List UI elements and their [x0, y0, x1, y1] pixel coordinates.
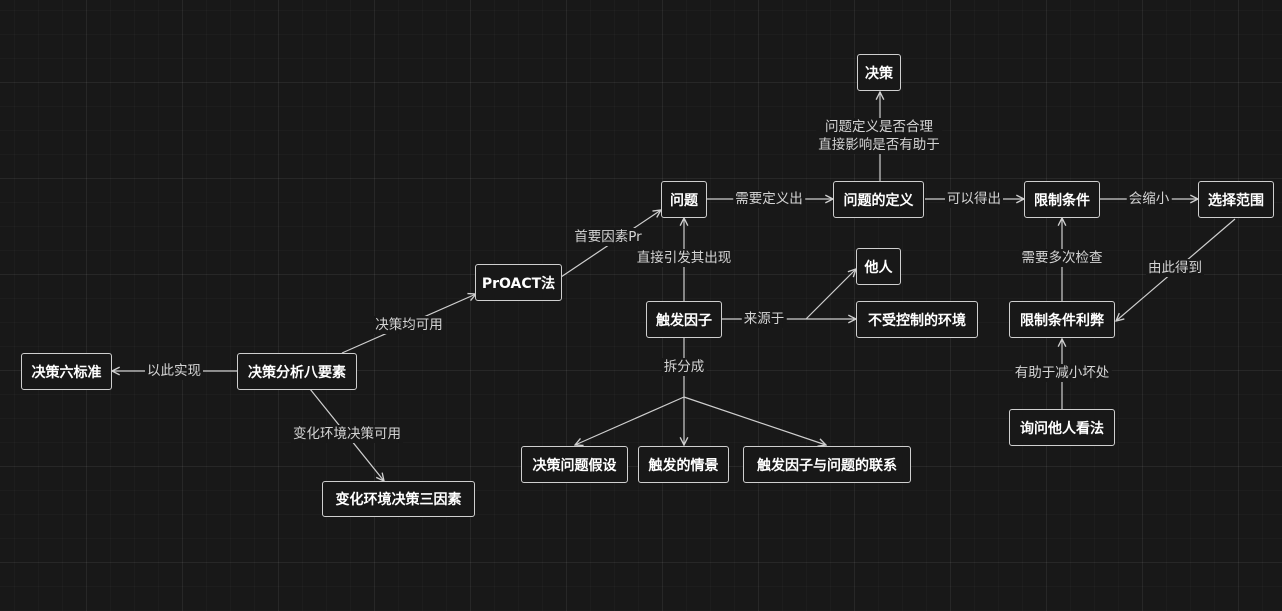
- edge-label-trigger-split: 拆分成: [661, 358, 707, 376]
- edge-label-range-to-pros-cons: 由此得到: [1146, 259, 1204, 277]
- edge-split-to-assumption: [575, 396, 685, 445]
- node-constraints[interactable]: 限制条件: [1024, 181, 1100, 218]
- node-ask-others[interactable]: 询问他人看法: [1009, 409, 1115, 446]
- edge-label-line-1: 问题定义是否合理: [825, 119, 933, 135]
- edge-label-definition-to-decision: 问题定义是否合理 直接影响是否有助于: [816, 118, 942, 154]
- node-eight-elements[interactable]: 决策分析八要素: [237, 353, 357, 390]
- edge-label-eight-to-proact: 决策均可用: [373, 316, 445, 334]
- edge-label-definition-to-constraints: 可以得出: [945, 190, 1003, 208]
- node-proact[interactable]: PrOACT法: [475, 264, 562, 301]
- node-problem-assumption[interactable]: 决策问题假设: [521, 446, 628, 483]
- edge-label-ask-to-pros-cons: 有助于减小坏处: [1012, 364, 1112, 382]
- node-constraint-pros-cons[interactable]: 限制条件利弊: [1009, 301, 1115, 338]
- node-others[interactable]: 他人: [856, 248, 901, 285]
- node-problem-definition[interactable]: 问题的定义: [833, 181, 924, 218]
- edge-trigger-to-others: [805, 269, 856, 320]
- edge-label-line-2: 直接影响是否有助于: [818, 137, 940, 153]
- edge-label-constraints-to-range: 会缩小: [1126, 190, 1172, 208]
- edge-label-trigger-source: 来源于: [741, 310, 787, 328]
- node-problem[interactable]: 问题: [661, 181, 707, 218]
- node-choice-range[interactable]: 选择范围: [1198, 181, 1274, 218]
- node-trigger-situation[interactable]: 触发的情景: [638, 446, 729, 483]
- node-trigger-problem-link[interactable]: 触发因子与问题的联系: [743, 446, 911, 483]
- node-six-criteria[interactable]: 决策六标准: [21, 353, 112, 390]
- node-change-env-three[interactable]: 变化环境决策三因素: [322, 481, 475, 517]
- node-decision[interactable]: 决策: [857, 54, 901, 91]
- edge-label-proact-to-problem: 首要因素Pr: [572, 228, 644, 246]
- edge-split-to-link: [683, 396, 826, 445]
- edge-label-eight-to-six: 以此实现: [145, 362, 203, 380]
- node-trigger[interactable]: 触发因子: [646, 301, 722, 338]
- edge-label-eight-to-change-env: 变化环境决策可用: [291, 425, 403, 443]
- edge-label-trigger-to-problem: 直接引发其出现: [634, 249, 734, 267]
- edge-label-pros-cons-to-constraints: 需要多次检查: [1019, 249, 1105, 267]
- node-uncontrolled-env[interactable]: 不受控制的环境: [856, 301, 978, 338]
- edge-label-problem-to-definition: 需要定义出: [733, 190, 805, 208]
